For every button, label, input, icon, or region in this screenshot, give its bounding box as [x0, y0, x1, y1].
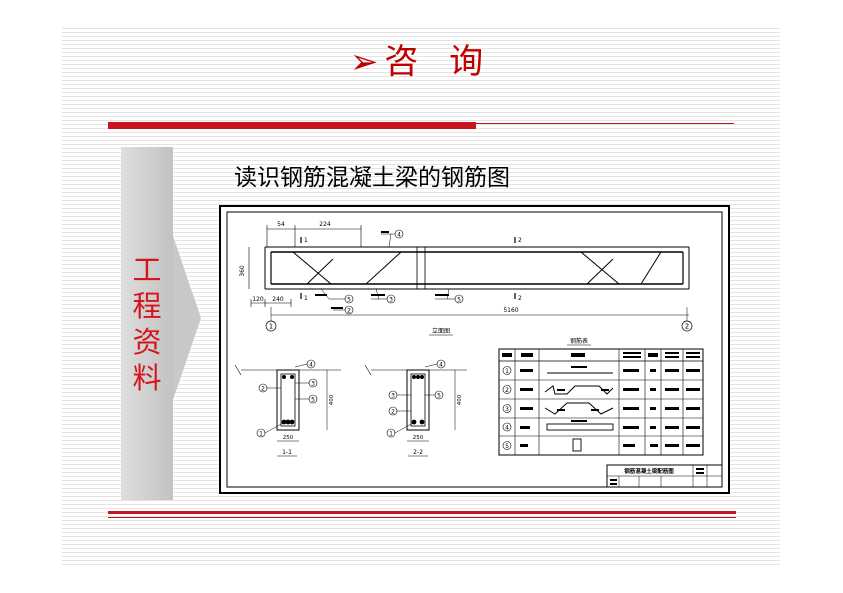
side-panel — [121, 147, 173, 500]
dim-120: 120 — [252, 296, 264, 303]
beam-elevation: 54 224 1 1 — [239, 221, 693, 336]
dim-400-s1: 400 — [329, 394, 335, 405]
title-block-text: 钢筋混凝土梁配筋图 — [624, 467, 674, 475]
dim-224: 224 — [319, 221, 331, 228]
callout-2-elev: 2 — [347, 308, 351, 315]
section-mark-2-top: 2 — [518, 237, 522, 244]
slide-title-text: 咨 询 — [384, 42, 494, 82]
dim-250-s2: 250 — [413, 435, 424, 441]
side-label: 工程资料 — [132, 253, 162, 395]
schedule-row-5: 5 — [505, 443, 509, 450]
callout-4-s1: 4 — [309, 362, 313, 369]
title-underline-thin — [476, 123, 734, 124]
callout-3-elev: 3 — [389, 297, 393, 304]
dim-360: 360 — [239, 265, 246, 277]
bottom-rule-thick — [108, 511, 736, 514]
section-1-1: 4 3 5 2 1 400 250 1-1 — [234, 359, 341, 457]
rebar-drawing-svg: 54 224 1 1 — [226, 211, 723, 488]
callout-5-s1: 5 — [311, 397, 315, 404]
drawing-frame — [226, 211, 723, 488]
callout-3-s1: 3 — [311, 381, 315, 388]
slide-title: ➢咨 询 — [0, 36, 843, 88]
dim-240: 240 — [272, 296, 284, 303]
elevation-label: 立面图 — [432, 327, 450, 335]
callout-3-s2: 3 — [391, 393, 395, 400]
schedule-row-2: 2 — [505, 387, 509, 394]
schedule-row-3: 3 — [505, 406, 509, 413]
bullet-arrow-icon: ➢ — [349, 42, 379, 82]
callout-5-elev-b: 5 — [457, 297, 461, 304]
title-block: 钢筋混凝土梁配筋图 — [606, 464, 723, 488]
rebar-drawing: 54 224 1 1 — [219, 205, 730, 494]
axis-2: 2 — [685, 323, 689, 331]
section-mark-1-bottom: 1 — [304, 295, 308, 302]
section-label-1-1: 1-1 — [282, 449, 292, 456]
section-mark-1-top: 1 — [304, 237, 308, 244]
callout-1-s1: 1 — [259, 431, 263, 438]
callout-5-s2: 5 — [437, 393, 441, 400]
dim-5160: 5160 — [503, 307, 518, 314]
dim-250-s1: 250 — [283, 435, 294, 441]
section-label-2-2: 2-2 — [413, 449, 423, 456]
schedule-row-1: 1 — [505, 368, 509, 375]
drawing-heading: 读识钢筋混凝土梁的钢筋图 — [234, 165, 510, 191]
side-arrow-icon — [173, 236, 201, 400]
dim-400-s2: 400 — [457, 394, 463, 405]
rebar-schedule: 钢筋表 1 — [498, 337, 704, 456]
schedule-title: 钢筋表 — [570, 337, 588, 345]
title-underline-thick — [108, 122, 476, 129]
dim-54: 54 — [277, 221, 285, 228]
bottom-rule-thin — [108, 517, 736, 518]
section-mark-2-bottom: 2 — [518, 295, 522, 302]
callout-2-s1: 2 — [261, 386, 265, 393]
callout-5-elev-a: 5 — [347, 297, 351, 304]
axis-1: 1 — [269, 323, 273, 331]
schedule-row-4: 4 — [505, 425, 509, 432]
callout-4-s2: 4 — [439, 362, 443, 369]
callout-2-s2: 2 — [391, 409, 395, 416]
callout-4-elev: 4 — [397, 232, 401, 239]
callout-1-s2: 1 — [389, 431, 393, 438]
section-2-2: 4 5 3 2 1 400 250 2-2 — [364, 359, 467, 457]
